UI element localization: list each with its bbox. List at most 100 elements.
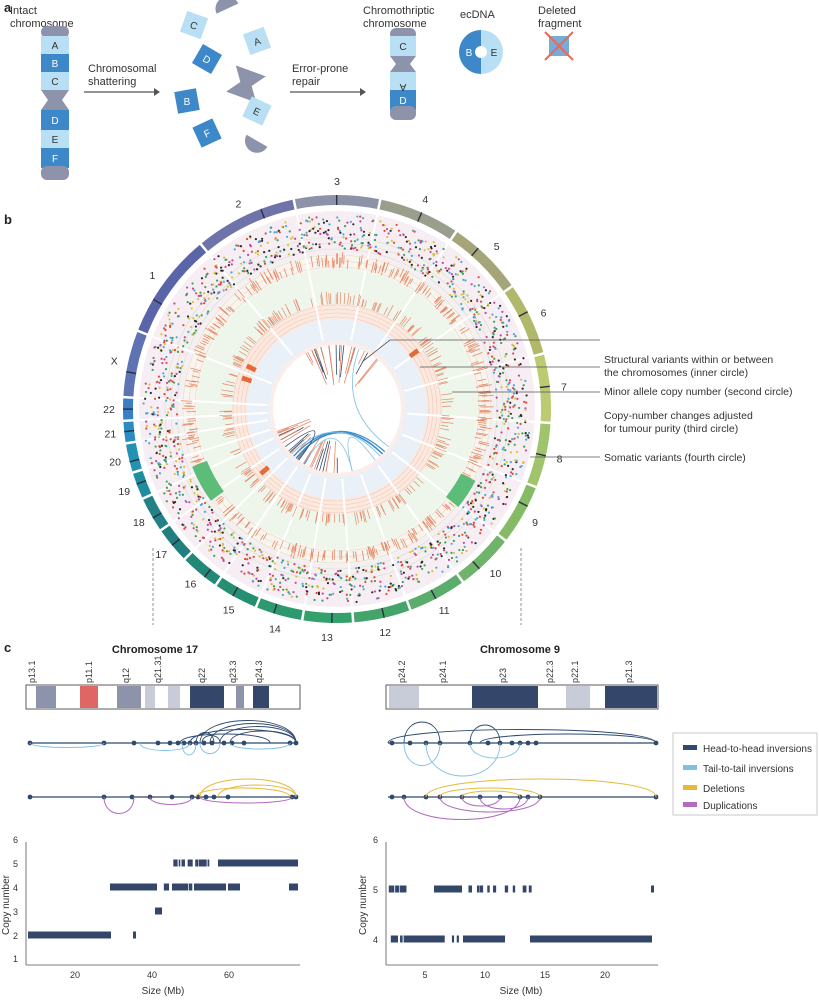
chr9-band-p21-3: p21.3 xyxy=(624,660,634,683)
intact-seg-e: E xyxy=(52,135,59,146)
chr17-band-q23-3: q23.3 xyxy=(228,660,238,683)
chromosome-label: 12 xyxy=(379,627,391,639)
chromosome-label: 9 xyxy=(532,517,538,529)
intact-seg-f: F xyxy=(52,154,58,165)
sv-legend xyxy=(672,732,818,816)
chr9-ideogram xyxy=(385,684,659,710)
chromothriptic-seg-d: D xyxy=(399,96,406,107)
chromosome-label: 13 xyxy=(321,632,333,644)
chromosome-label: 1 xyxy=(149,270,155,282)
chr9-ytick-6: 6 xyxy=(373,835,378,845)
chr9-sv-arcs xyxy=(387,721,659,820)
chr17-ytick-1: 1 xyxy=(13,954,18,964)
intact-chromosome xyxy=(41,26,69,180)
chr9-band-p23: p23 xyxy=(498,668,508,683)
chr17-band-p13-1: p13.1 xyxy=(27,660,37,683)
chr17-ylabel: Copy number xyxy=(1,874,12,935)
panel-a-label: a xyxy=(4,0,12,15)
chromosome-label: 15 xyxy=(223,605,235,617)
chr17-ideogram xyxy=(25,684,301,710)
chr9-cn-axes xyxy=(385,842,658,966)
deleted-seg-f: F xyxy=(556,42,562,52)
chromosome-label: 4 xyxy=(422,194,428,206)
legend-h2h: Head-to-head inversions xyxy=(703,744,812,755)
chr9-band-p22-3: p22.3 xyxy=(545,660,555,683)
chromosome-label: 19 xyxy=(118,486,130,498)
chromothriptic-seg-a: A xyxy=(399,81,406,92)
fragment-d: D xyxy=(200,54,212,67)
chr17-copy-number-segments xyxy=(28,859,298,939)
legend-swatch-del xyxy=(683,785,697,790)
chromosome-label: 22 xyxy=(103,404,115,416)
fragment-e: E xyxy=(251,106,262,119)
chromothriptic-label-line2: chromosome xyxy=(363,18,427,30)
deleted-label-line2: fragment xyxy=(538,18,581,30)
chr17-band-q21-31: q21.31 xyxy=(153,655,163,683)
chr9-title: Chromosome 9 xyxy=(480,644,560,656)
chromosome-label: 11 xyxy=(439,605,450,617)
chromosome-label: 17 xyxy=(155,549,167,561)
repair-label-line2: repair xyxy=(292,76,320,88)
chr17-cn-axes xyxy=(25,842,300,966)
legend-dup: Duplications xyxy=(703,801,757,812)
intact-seg-c: C xyxy=(51,77,58,88)
chromosome-label: 18 xyxy=(133,517,145,529)
shattering-label-line2: shattering xyxy=(88,76,136,88)
chr9-band-p24-2: p24.2 xyxy=(397,660,407,683)
circos-legend xyxy=(152,339,600,625)
chromosome-label: 14 xyxy=(269,623,281,635)
intact-seg-b: B xyxy=(52,59,59,70)
chr17-title: Chromosome 17 xyxy=(112,644,198,656)
chr9-xtick-20: 20 xyxy=(600,970,610,980)
chr17-xtick-20: 20 xyxy=(70,970,80,980)
legend-cn-line2: for tumour purity (third circle) xyxy=(604,423,738,435)
chr17-ytick-6: 6 xyxy=(13,835,18,845)
legend-t2t: Tail-to-tail inversions xyxy=(703,764,794,775)
chr9-xtick-5: 5 xyxy=(422,970,427,980)
legend-swatch-t2t xyxy=(683,765,697,770)
chr17-xtick-60: 60 xyxy=(224,970,234,980)
chromosome-label: 5 xyxy=(494,241,500,253)
chr17-band-q12: q12 xyxy=(121,668,131,683)
shattering-label-line1: Chromosomal xyxy=(88,63,156,75)
chr17-xlabel: Size (Mb) xyxy=(142,986,185,997)
chromosome-label: 20 xyxy=(109,456,121,468)
chr9-ytick-4: 4 xyxy=(373,935,378,945)
deleted-label-line1: Deleted xyxy=(538,5,576,17)
intact-seg-d: D xyxy=(51,116,58,127)
chromothriptic-label-line1: Chromothriptic xyxy=(363,5,435,17)
legend-del: Deletions xyxy=(703,784,745,795)
chromosome-label: 6 xyxy=(541,307,547,319)
repair-label-line1: Error-prone xyxy=(292,63,348,75)
deleted-fragment xyxy=(544,31,574,61)
chromosome-label: X xyxy=(111,355,118,367)
shattering-arrow xyxy=(84,88,160,96)
fragment-f: F xyxy=(203,128,213,141)
chr17-ytick-5: 5 xyxy=(13,859,18,869)
chromosome-label: 8 xyxy=(557,454,563,466)
ecdna-seg-e: E xyxy=(491,48,498,59)
chr17-sv-arcs xyxy=(27,720,299,814)
chr17-ytick-4: 4 xyxy=(13,883,18,893)
panel-c-label: c xyxy=(4,640,11,655)
legend-sv-line1: Structural variants within or between xyxy=(604,354,773,366)
panel-b-label: b xyxy=(4,212,12,227)
legend-swatch-h2h xyxy=(683,745,697,750)
chr9-band-p24-1: p24.1 xyxy=(438,660,448,683)
ecdna-label: ecDNA xyxy=(460,9,496,21)
chromosome-label: 10 xyxy=(490,568,502,580)
chromosome-label: 16 xyxy=(185,579,197,591)
chromothriptic-seg-c: C xyxy=(399,42,406,53)
chr9-xtick-10: 10 xyxy=(480,970,490,980)
chr17-ytick-2: 2 xyxy=(13,931,18,941)
circos-plot xyxy=(122,194,551,623)
chr9-ytick-5: 5 xyxy=(373,885,378,895)
chr17-band-q24-3: q24.3 xyxy=(254,660,264,683)
ecdna-ring xyxy=(459,30,503,74)
legend-cn-line1: Copy-number changes adjusted xyxy=(604,410,753,422)
chr17-ytick-3: 3 xyxy=(13,907,18,917)
chromosome-label: 7 xyxy=(561,381,567,393)
ecdna-seg-b: B xyxy=(466,48,473,59)
chr9-xlabel: Size (Mb) xyxy=(500,986,543,997)
